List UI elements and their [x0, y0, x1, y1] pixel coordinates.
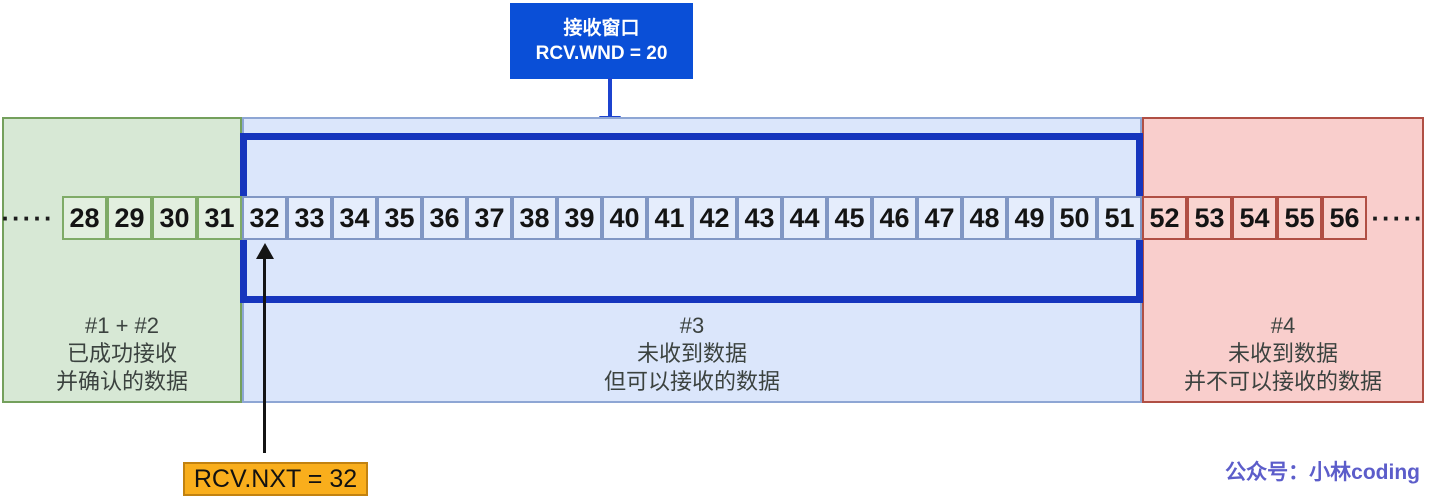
sequence-cell: 49 [1007, 196, 1052, 240]
receive-window-label-box: 接收窗口 RCV.WND = 20 [510, 3, 693, 79]
region-not-receivable-line2: 未收到数据 [1227, 341, 1338, 366]
sequence-cell: 34 [332, 196, 377, 240]
ellipsis-right: ····· [1371, 202, 1425, 233]
sequence-cell: 43 [737, 196, 782, 240]
rcv-nxt-label: RCV.NXT = 32 [193, 464, 358, 493]
sequence-cell: 35 [377, 196, 422, 240]
region-not-receivable-tag: #4 [1270, 313, 1296, 338]
rcv-nxt-label-box: RCV.NXT = 32 [183, 462, 368, 496]
sequence-cell: 46 [872, 196, 917, 240]
sequence-cell: 51 [1097, 196, 1142, 240]
sequence-cell: 31 [197, 196, 242, 240]
rcv-nxt-arrow-line [263, 257, 266, 453]
ellipsis-left: ····· [1, 202, 55, 233]
sequence-cell: 50 [1052, 196, 1097, 240]
region-not-receivable-line3: 并不可以接收的数据 [1183, 369, 1382, 394]
region-receivable-line3: 但可以接收的数据 [603, 369, 780, 394]
rcv-nxt-arrow-head-icon [256, 243, 274, 259]
sequence-cell: 33 [287, 196, 332, 240]
sequence-cell: 39 [557, 196, 602, 240]
window-pointer-arrow-line [608, 78, 612, 118]
sequence-cell: 53 [1187, 196, 1232, 240]
region-receivable-line2: 未收到数据 [636, 341, 747, 366]
sequence-cell: 42 [692, 196, 737, 240]
sequence-cell: 38 [512, 196, 557, 240]
sequence-cell: 47 [917, 196, 962, 240]
sequence-cell: 30 [152, 196, 197, 240]
sequence-cell: 41 [647, 196, 692, 240]
region-acked-label: #1 + #2 已成功接收 并确认的数据 [4, 312, 240, 396]
sequence-cell: 54 [1232, 196, 1277, 240]
region-receivable-label: #3 未收到数据 但可以接收的数据 [244, 312, 1140, 396]
sequence-cell: 44 [782, 196, 827, 240]
receive-window-label-title: 接收窗口 [563, 18, 640, 39]
sequence-cell: 40 [602, 196, 647, 240]
region-receivable-tag: #3 [679, 313, 705, 338]
sequence-cell: 28 [62, 196, 107, 240]
sequence-cell: 55 [1277, 196, 1322, 240]
region-not-receivable-data: #4 未收到数据 并不可以接收的数据 [1142, 117, 1424, 403]
sequence-cell: 56 [1322, 196, 1367, 240]
watermark: 公众号：小林coding [1225, 461, 1420, 484]
receive-window-size-value: RCV.WND = 20 [535, 43, 668, 64]
region-acked-line2: 已成功接收 [66, 341, 177, 366]
sequence-cell: 29 [107, 196, 152, 240]
region-acked-data: #1 + #2 已成功接收 并确认的数据 [2, 117, 242, 403]
region-not-receivable-label: #4 未收到数据 并不可以接收的数据 [1144, 312, 1422, 396]
sequence-cell: 48 [962, 196, 1007, 240]
sequence-cell: 37 [467, 196, 512, 240]
sequence-cell: 45 [827, 196, 872, 240]
sequence-cell: 52 [1142, 196, 1187, 240]
region-acked-line3: 并确认的数据 [55, 369, 188, 394]
region-acked-tag: #1 + #2 [84, 313, 159, 338]
sequence-cell: 36 [422, 196, 467, 240]
sequence-cell: 32 [242, 196, 287, 240]
